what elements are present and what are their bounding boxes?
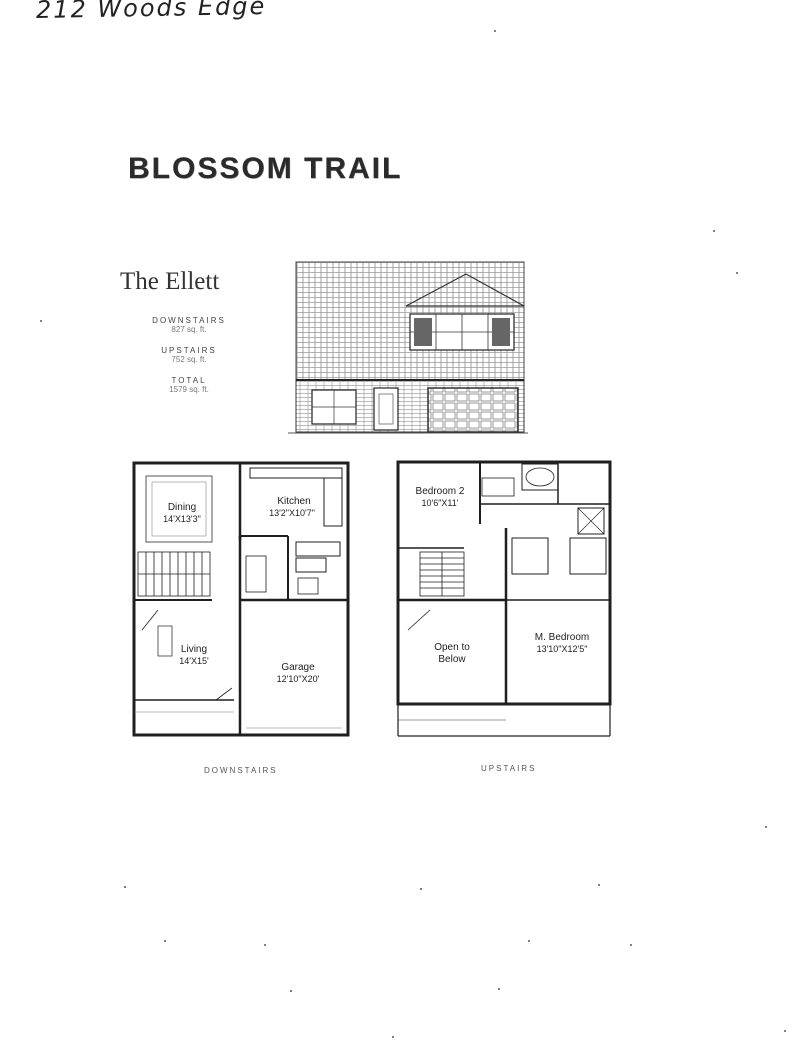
open-to-below-line1: Open to [434,642,470,653]
total-area-label: TOTAL [171,376,207,385]
scan-speck [713,230,715,232]
scan-speck [40,320,42,322]
bedroom-2-size: 10'6"X11' [422,498,459,508]
dining-room-name: Dining [168,502,196,513]
garage-room-size: 12'10"X20' [277,674,320,684]
scan-speck [164,940,166,942]
scan-speck [494,30,496,32]
house-elevation-illustration [288,261,528,434]
upstairs-area-value: 752 sq. ft. [171,355,207,364]
master-bedroom-name: M. Bedroom [535,632,589,643]
living-room-size: 14'X15' [179,656,209,666]
living-room-name: Living [181,644,207,655]
bedroom-2-name: Bedroom 2 [416,486,465,497]
garage-room-name: Garage [281,662,315,673]
community-title: BLOSSOM TRAIL [128,152,403,185]
scan-speck [630,944,632,946]
model-name: The Ellett [120,268,220,295]
upstairs-area-label: UPSTAIRS [161,346,217,355]
scan-speck [736,272,738,274]
scan-speck [765,826,767,828]
dining-room-size: 14'X13'3" [163,514,201,524]
master-bedroom-size: 13'10"X12'5" [537,644,588,654]
scan-speck [598,884,600,886]
downstairs-area-value: 827 sq. ft. [171,325,207,334]
downstairs-plan-caption: DOWNSTAIRS [204,766,278,775]
square-footage-block: DOWNSTAIRS 827 sq. ft. UPSTAIRS 752 sq. … [139,316,239,394]
upstairs-plan-caption: UPSTAIRS [481,764,537,773]
kitchen-room-name: Kitchen [277,496,310,507]
upstairs-floor-plan: Bedroom 2 10'6"X11' Open to Below M. Bed… [396,460,612,737]
open-to-below-line2: Below [438,654,466,665]
downstairs-area-label: DOWNSTAIRS [152,316,226,325]
scan-speck [264,944,266,946]
scan-speck [290,990,292,992]
scan-speck [528,940,530,942]
kitchen-room-size: 13'2"X10'7" [269,508,315,518]
downstairs-floor-plan: Dining 14'X13'3" Kitchen 13'2"X10'7" Liv… [132,461,350,737]
scan-speck [498,988,500,990]
scan-speck [124,886,126,888]
scan-speck [420,888,422,890]
scan-speck [392,1036,394,1038]
total-area-value: 1579 sq. ft. [169,385,209,394]
handwritten-address-note: 212 Woods Edge [35,0,267,25]
scan-speck [784,1030,786,1032]
